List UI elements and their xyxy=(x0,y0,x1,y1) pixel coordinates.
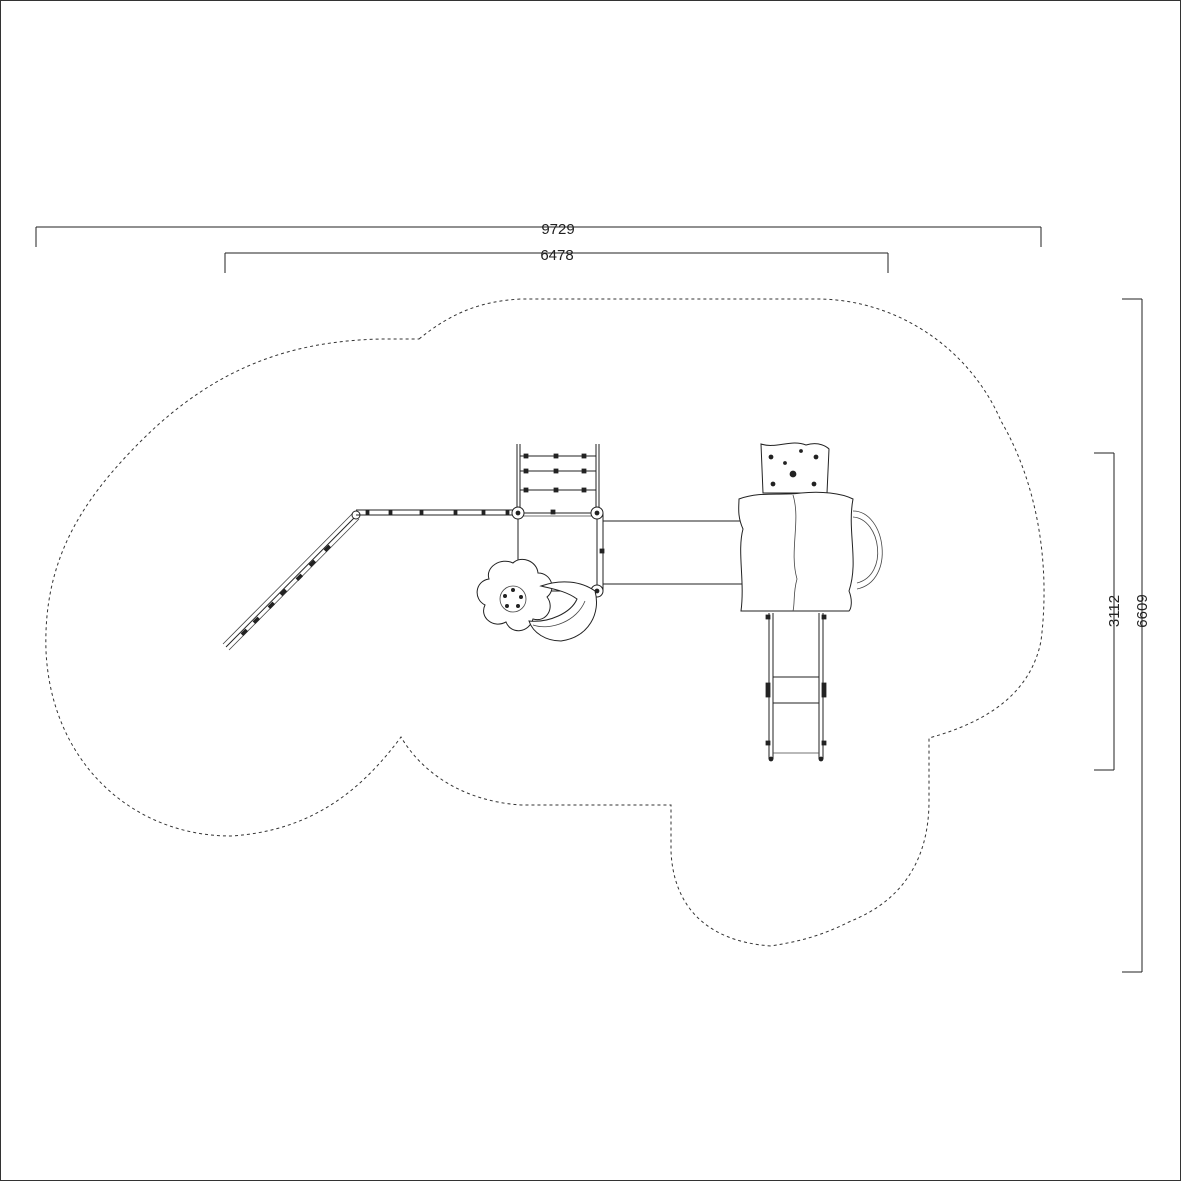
spiral-slide xyxy=(528,581,597,642)
dimension-label-structure-depth: 3112 xyxy=(1106,595,1123,627)
dimension-structure-width: 6478 xyxy=(224,247,889,273)
climbing-ramp xyxy=(222,510,361,651)
entry-ladder xyxy=(765,613,827,762)
dimension-overall-depth: 6609 xyxy=(1122,298,1151,973)
upper-rail xyxy=(356,509,518,516)
dimension-structure-depth: 3112 xyxy=(1094,452,1123,771)
tunnel-bridge xyxy=(603,520,743,585)
dimension-label-structure-width: 6478 xyxy=(540,247,573,264)
dimension-label-overall-width: 9729 xyxy=(541,221,574,238)
flower-platform xyxy=(476,558,553,632)
right-tower xyxy=(738,491,883,612)
climbing-wall-panel xyxy=(760,442,830,494)
dimension-overall-width: 9729 xyxy=(35,221,1042,247)
dimension-label-overall-depth: 6609 xyxy=(1134,594,1151,627)
top-ladder xyxy=(516,444,600,513)
tower-deck xyxy=(511,506,605,598)
ladder-bolts xyxy=(523,453,587,493)
ramp-holds xyxy=(240,544,332,637)
